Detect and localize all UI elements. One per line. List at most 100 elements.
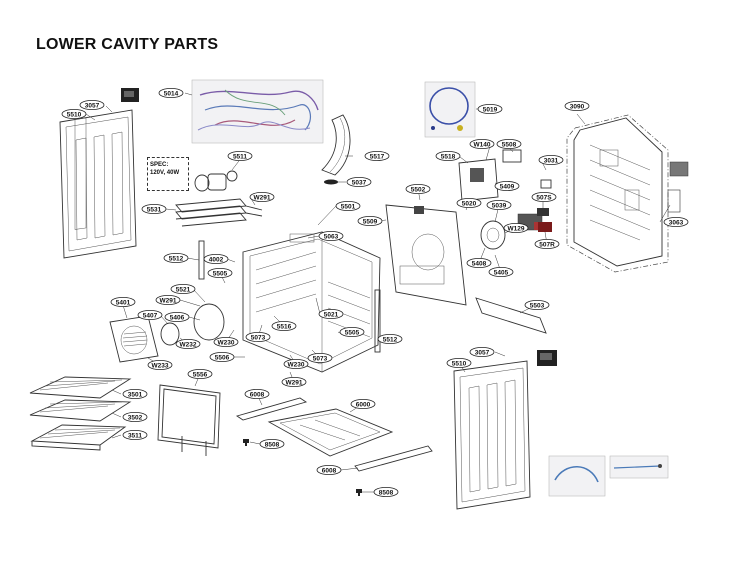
part-door-right bbox=[453, 360, 531, 510]
callout-label: 3063 bbox=[669, 219, 684, 226]
part-3057-clip-b bbox=[537, 350, 557, 366]
callout-oval bbox=[122, 388, 148, 399]
callout-oval bbox=[318, 308, 344, 319]
spec-note: SPEC: 120V, 40W bbox=[147, 157, 189, 191]
part-3031-plate bbox=[540, 179, 552, 189]
callout-oval bbox=[469, 346, 495, 357]
callout-oval bbox=[364, 150, 390, 161]
callout-label: 5506 bbox=[215, 354, 230, 361]
callout-3501: 3501 bbox=[122, 388, 148, 399]
part-rear-cavity-panel bbox=[385, 204, 467, 306]
callout-w140: W140 bbox=[469, 138, 495, 149]
callout-5019: 5019 bbox=[477, 104, 503, 115]
callout-oval bbox=[213, 336, 239, 347]
callout-5505: 5505 bbox=[207, 267, 233, 278]
part-vent-cover bbox=[475, 297, 547, 334]
callout-6000: 6000 bbox=[350, 398, 376, 409]
part-wire-photo-left bbox=[548, 455, 606, 497]
callout-label: 5512 bbox=[169, 255, 184, 262]
part-side-rail-a bbox=[198, 240, 205, 280]
callout-3090: 3090 bbox=[564, 101, 590, 112]
callout-oval bbox=[564, 101, 590, 112]
callout-label: W233 bbox=[152, 362, 169, 369]
callout-oval bbox=[244, 388, 270, 399]
callout-5502: 5502 bbox=[405, 183, 431, 194]
callout-label: 3057 bbox=[85, 102, 100, 109]
callout-oval bbox=[538, 154, 564, 165]
callout-5014: 5014 bbox=[158, 88, 184, 99]
callout-label: W129 bbox=[508, 225, 525, 232]
callout-oval bbox=[469, 138, 495, 149]
callout-6008: 6008 bbox=[316, 464, 342, 475]
part-fan-cover bbox=[109, 315, 159, 363]
part-screw-b bbox=[356, 489, 362, 496]
callout-oval bbox=[175, 338, 201, 349]
callout-label: 5505 bbox=[345, 329, 360, 336]
callout-label: 5521 bbox=[176, 286, 191, 293]
callout-oval bbox=[663, 216, 689, 227]
callout-oval bbox=[534, 238, 560, 249]
callout-oval bbox=[249, 191, 275, 202]
callout-5516: 5516 bbox=[271, 320, 297, 331]
callout-5407: 5407 bbox=[137, 309, 163, 320]
callout-label: W230 bbox=[288, 361, 305, 368]
callout-w232: W232 bbox=[175, 338, 201, 349]
part-trim-6008-a bbox=[235, 397, 308, 421]
callout-label: W230 bbox=[218, 339, 235, 346]
callout-oval bbox=[259, 438, 285, 449]
callout-5517: 5517 bbox=[364, 150, 390, 161]
callout-label: 5406 bbox=[170, 314, 185, 321]
callout-oval bbox=[61, 109, 87, 120]
callout-6008: 6008 bbox=[244, 388, 270, 399]
callout-label: 3057 bbox=[475, 349, 490, 356]
callout-oval bbox=[486, 199, 512, 210]
callout-oval bbox=[283, 358, 309, 369]
callout-8508: 8508 bbox=[259, 438, 285, 449]
callout-5511: 5511 bbox=[227, 150, 253, 161]
callout-label: 5073 bbox=[251, 334, 266, 341]
callout-5409: 5409 bbox=[494, 180, 520, 191]
callout-oval bbox=[227, 150, 253, 161]
callout-label: 5409 bbox=[500, 183, 515, 190]
callout-oval bbox=[456, 197, 482, 208]
callout-w230: W230 bbox=[213, 336, 239, 347]
callout-label: 5502 bbox=[411, 186, 426, 193]
callout-oval bbox=[350, 398, 376, 409]
callout-5401: 5401 bbox=[110, 296, 136, 307]
callout-5408: 5408 bbox=[466, 257, 492, 268]
callout-4002: 4002 bbox=[203, 253, 229, 264]
callout-label: 5021 bbox=[324, 311, 339, 318]
callout-5521: 5521 bbox=[170, 283, 196, 294]
callout-5556: 5556 bbox=[187, 368, 213, 379]
callout-5039: 5039 bbox=[486, 199, 512, 210]
callout-label: 6000 bbox=[356, 401, 371, 408]
part-wire-harness-photo bbox=[191, 79, 324, 144]
callout-label: 5556 bbox=[193, 371, 208, 378]
callout-oval bbox=[141, 203, 167, 214]
callout-5037: 5037 bbox=[346, 176, 372, 187]
callout-5406: 5406 bbox=[164, 311, 190, 322]
callout-5512: 5512 bbox=[163, 252, 189, 263]
callout-oval bbox=[122, 411, 148, 422]
callout-label: 5510 bbox=[452, 360, 467, 367]
part-wire-loop-photo bbox=[424, 81, 476, 138]
callout-w129: W129 bbox=[503, 222, 529, 233]
callout-label: 5511 bbox=[233, 153, 247, 160]
spec-line-2: 120V, 40W bbox=[150, 170, 180, 176]
callout-oval bbox=[466, 257, 492, 268]
callout-label: 5019 bbox=[483, 106, 498, 113]
callout-label: 5531 bbox=[147, 206, 162, 213]
part-5037-gasket bbox=[324, 179, 338, 185]
callout-label: 5518 bbox=[441, 153, 456, 160]
callout-label: 5401 bbox=[116, 299, 131, 306]
callout-oval bbox=[335, 200, 361, 211]
callout-oval bbox=[110, 296, 136, 307]
callout-oval bbox=[158, 88, 184, 99]
callout-oval bbox=[79, 100, 105, 111]
part-3057-clip-a bbox=[121, 88, 139, 102]
part-rear-panel bbox=[566, 114, 689, 273]
callout-oval bbox=[137, 309, 163, 320]
callout-w230: W230 bbox=[283, 358, 309, 369]
callout-w291: W291 bbox=[249, 191, 275, 202]
